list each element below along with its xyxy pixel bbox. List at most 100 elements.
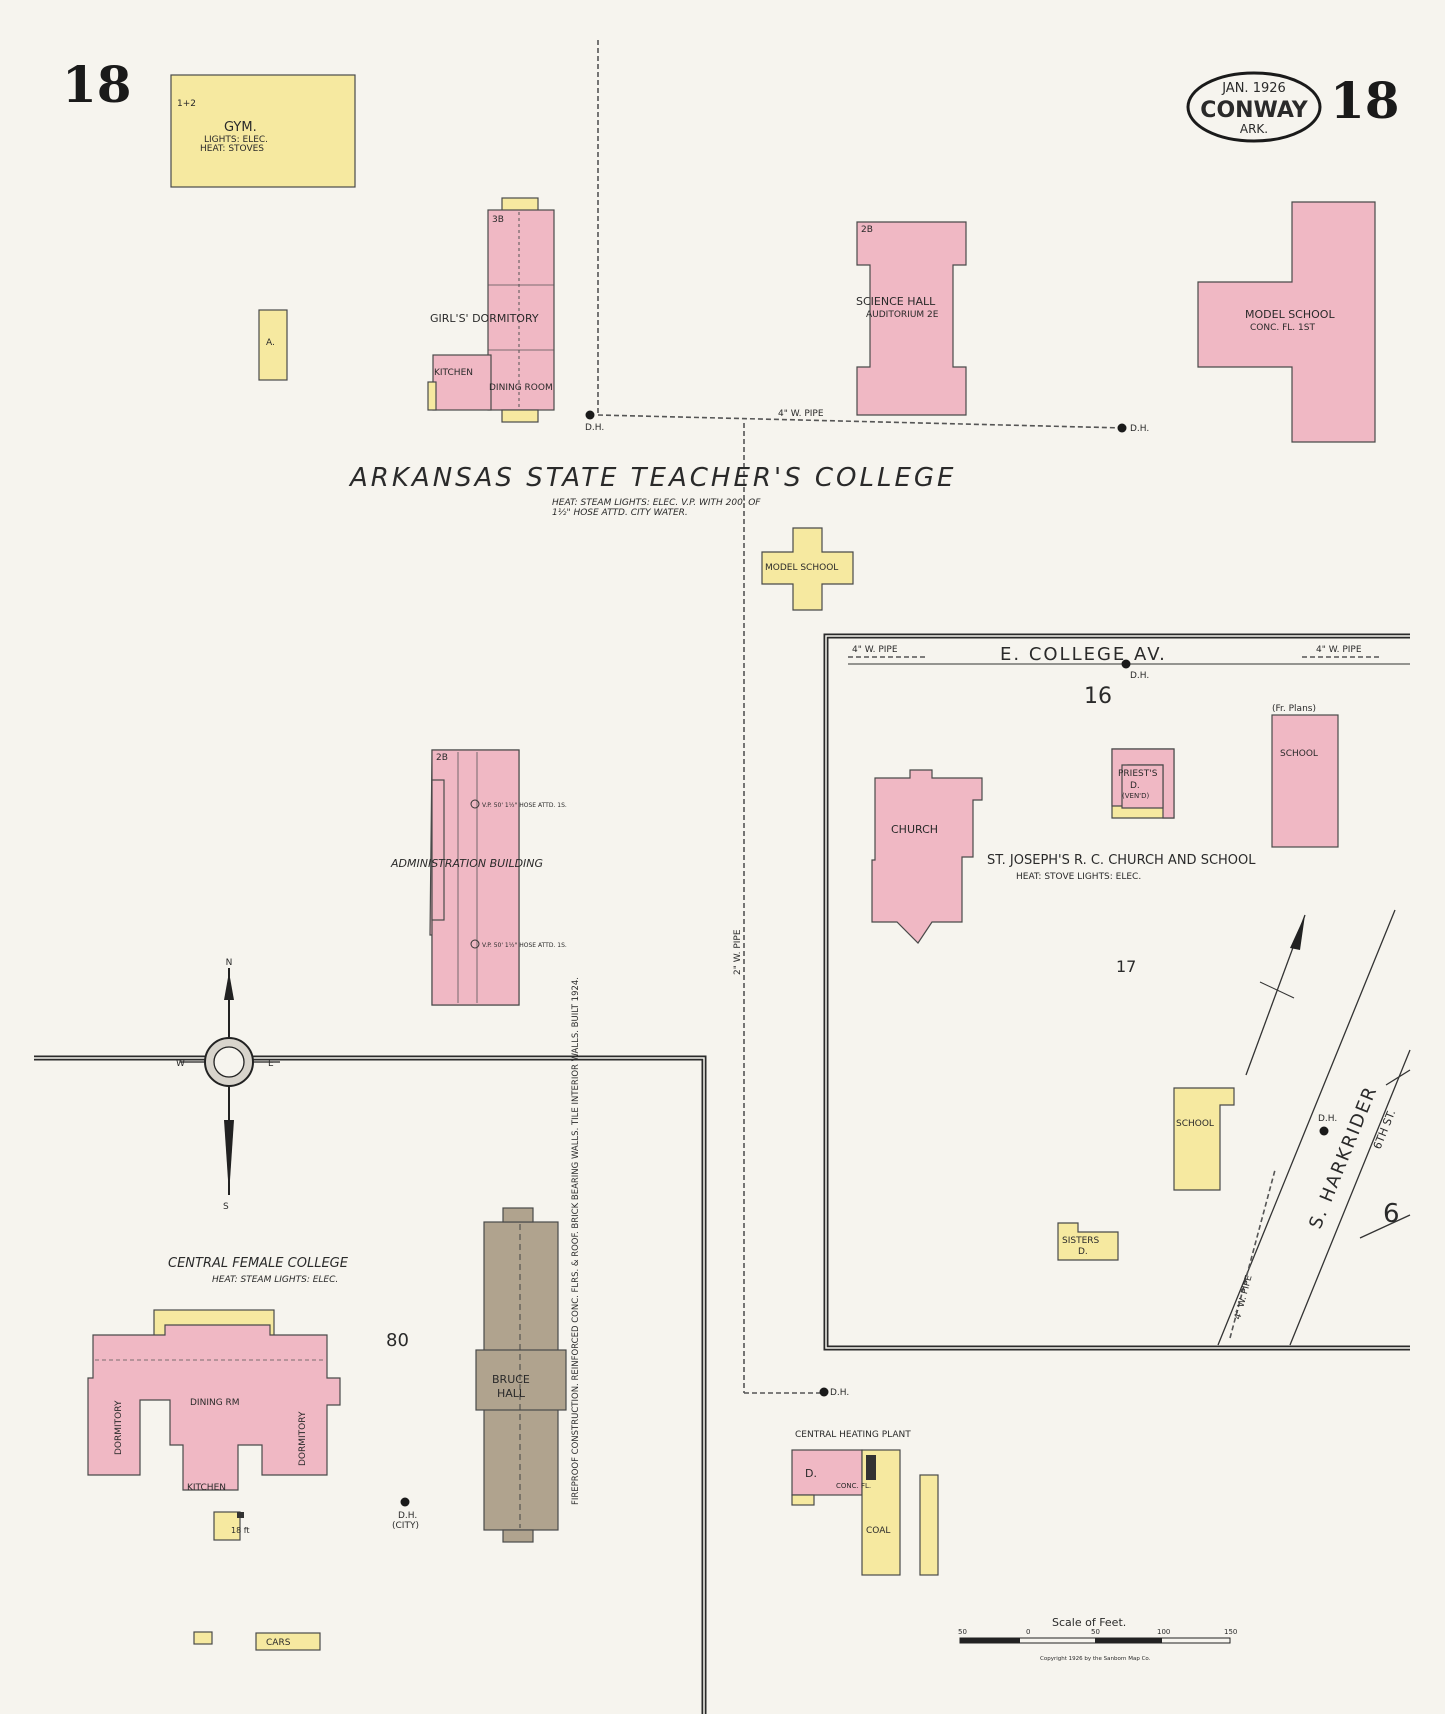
building-girls-dormitory[interactable]: 3B GIRL'S' DORMITORY KITCHEN DINING ROOM [427,197,555,423]
water-pipes: 4" W. PIPE 2" W. PIPE 4" W. PIPE 4" W. P… [597,40,1380,1394]
compass-w: W [176,1059,185,1069]
admin-vp-2: V.P. 50' 1½" HOSE ATTD. 1S. [482,942,567,949]
pipe-label-1: 4" W. PIPE [778,409,824,419]
priests-sub: D. [1130,781,1140,791]
dining-room-label: DINING ROOM [489,383,553,393]
building-gym-a[interactable]: A. [258,309,288,381]
building-school-frame[interactable]: SCHOOL [1173,1087,1235,1191]
science-hall-sub: AUDITORIUM 2E [866,310,939,320]
title-cartouche: JAN. 1926 CONWAY ARK. [1186,71,1322,143]
model-school-frame-label: MODEL SCHOOL [765,563,838,573]
sheet-number-left: 18 [62,55,132,114]
science-hall-label: SCIENCE HALL [856,295,936,308]
building-model-school-frame[interactable]: MODEL SCHOOL [761,527,854,611]
scale-tick: 50 [958,1628,967,1636]
priests-label: PRIEST'S [1118,769,1158,779]
copyright: Copyright 1926 by the Sanborn Map Co. [1040,1656,1151,1662]
block-6: 6 [1383,1199,1400,1229]
scale-of-feet: Scale of Feet. 50 0 50 100 150 Copyright… [958,1616,1237,1662]
gym-notes-1: LIGHTS: ELEC. [204,135,268,145]
teachers-college-notes-2: 1½" HOSE ATTD. CITY WATER. [552,508,688,518]
sisters-label: SISTERS [1062,1236,1100,1246]
scale-title: Scale of Feet. [1052,1616,1126,1629]
sheet-number-right: 18 [1330,71,1400,130]
dormitory-right-label: DORMITORY [298,1411,308,1466]
girls-dorm-stories: 3B [492,215,504,225]
female-college-title: CENTRAL FEMALE COLLEGE [168,1256,349,1271]
hydrant-label: D.H. [398,1511,417,1521]
building-gym[interactable]: 1+2 GYM. LIGHTS: ELEC. HEAT: STOVES [170,74,356,188]
kitchen2-label: KITCHEN [187,1483,226,1493]
building-cars[interactable]: CARS [255,1632,321,1651]
street-sixth: 6TH ST. [1371,1108,1399,1151]
pipe-label-5: 4" W. PIPE [1233,1274,1255,1321]
gym-a-label: A. [266,338,275,348]
gym-label: GYM. [224,120,257,135]
cartouche-date: JAN. 1926 [1221,81,1286,96]
kitchen-label: KITCHEN [434,368,473,378]
hydrant-label: D.H. [1318,1114,1337,1124]
sisters-sub: D. [1078,1247,1088,1257]
block-16: 16 [1084,684,1112,709]
compass-s: S [223,1202,229,1212]
compass-e: E [268,1059,274,1069]
hydrant-label: D.H. [585,423,604,433]
girls-dorm-label: GIRL'S' DORMITORY [430,312,539,325]
cars-label: CARS [266,1638,291,1648]
pipe-label-2: 2" W. PIPE [733,929,743,975]
admin-label: ADMINISTRATION BUILDING [390,857,543,870]
building-bruce-hall[interactable]: BRUCE FIREPROOF CONSTRUCTION. REINFORCED… [475,977,581,1543]
building-central-female-college[interactable]: DORMITORY DORMITORY DINING RM KITCHEN 18… [87,1309,341,1541]
heating-plant-d: D. [805,1467,817,1480]
building-science-hall[interactable]: 2B SCIENCE HALL AUDITORIUM 2E [856,221,967,416]
bruce-hall-note: FIREPROOF CONSTRUCTION. REINFORCED CONC.… [571,977,581,1505]
bruce-hall-label-line-2: HALL [497,1387,526,1400]
scale-tick: 150 [1224,1628,1237,1636]
scale-tick: 100 [1157,1628,1170,1636]
st-joseph-notes: HEAT: STOVE LIGHTS: ELEC. [1016,872,1141,882]
teachers-college-title: ARKANSAS STATE TEACHER'S COLLEGE [348,463,956,493]
building-priests-dwelling[interactable]: PRIEST'S D. (VEN'D) [1111,748,1175,819]
gym-stories: 1+2 [177,99,196,109]
cartouche-state: ARK. [1240,122,1268,136]
compass-n: N [226,958,233,968]
building-administration[interactable]: 2B ADMINISTRATION BUILDING V.P. 50' 1½" … [390,749,567,1006]
priests-note: (VEN'D) [1122,792,1149,800]
building-central-heating-plant[interactable]: CENTRAL HEATING PLANT D. CONC. FL. COAL [791,1430,939,1576]
compass-rose: N S E W [176,958,280,1212]
female-college-notes: HEAT: STEAM LIGHTS: ELEC. [212,1275,338,1285]
model-school-label: MODEL SCHOOL [1245,308,1335,321]
pipe-label-3: 4" W. PIPE [852,645,898,655]
block-80: 80 [386,1330,409,1351]
admin-stories: 2B [436,753,448,763]
building-church[interactable]: CHURCH [871,769,983,944]
hydrant-label: D.H. [1130,671,1149,681]
admin-vp-1: V.P. 50' 1½" HOSE ATTD. 1S. [482,802,567,809]
gym-notes-2: HEAT: STOVES [200,144,264,154]
building-shed[interactable] [193,1631,213,1645]
science-hall-stories: 2B [861,225,873,235]
heating-plant-coal: COAL [866,1526,890,1536]
dining-rm-label: DINING RM [190,1398,240,1408]
school-brick-note: (Fr. Plans) [1272,704,1316,714]
north-arrow-icon [1245,914,1306,1076]
heating-plant-conc: CONC. FL. [836,1482,871,1490]
building-sisters[interactable]: SISTERS D. [1057,1222,1119,1261]
dormitory-left-label: DORMITORY [114,1400,124,1455]
tank-label: 18 ft [231,1526,250,1535]
school-brick-label: SCHOOL [1280,749,1318,759]
pipe-label-4: 4" W. PIPE [1316,645,1362,655]
hydrant-label: D.H. [830,1388,849,1398]
hydrants: D.H. D.H. D.H. D.H. D.H. D.H. (CITY) [392,410,1337,1531]
scale-tick: 0 [1026,1628,1030,1636]
cartouche-city: CONWAY [1200,98,1308,123]
building-model-school-brick[interactable]: MODEL SCHOOL CONC. FL. 1ST [1197,201,1376,443]
block-17: 17 [1116,957,1136,976]
st-joseph-title: ST. JOSEPH'S R. C. CHURCH AND SCHOOL [987,853,1256,868]
teachers-college-notes-1: HEAT: STEAM LIGHTS: ELEC. V.P. WITH 200'… [552,498,761,508]
street-harkrider: S. HARKRIDER [1305,1083,1382,1232]
scale-tick: 50 [1091,1628,1100,1636]
hydrant-label: D.H. [1130,424,1149,434]
bruce-hall-label-line: BRUCE [492,1373,530,1386]
building-school-brick[interactable]: (Fr. Plans) SCHOOL [1271,704,1339,848]
